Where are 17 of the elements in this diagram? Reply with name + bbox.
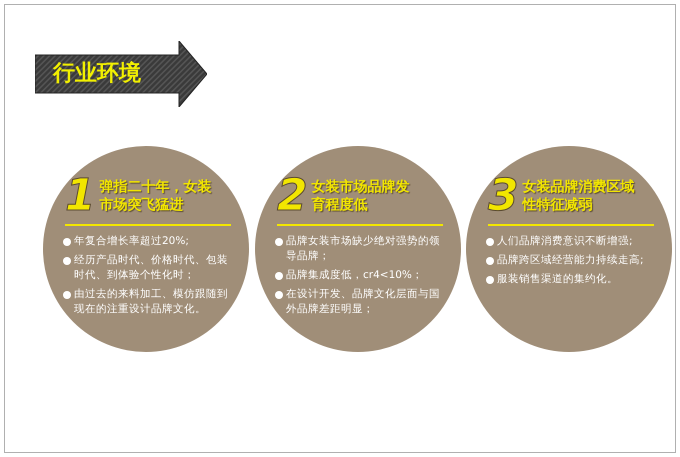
circle-heading: 弹指二十年，女装市场突飞猛进 — [100, 178, 212, 214]
bullet-text: 品牌集成度低，cr4<10%； — [286, 268, 423, 283]
circle-heading: 女装市场品牌发育程度低 — [312, 178, 411, 214]
bullet-text: 品牌女装市场缺少绝对强势的领导品牌； — [286, 234, 441, 264]
bullet-text: 年复合增长率超过20%; — [74, 234, 189, 249]
bullet-text: 在设计开发、品牌文化层面与国外品牌差距明显； — [286, 287, 441, 317]
circle-heading: 女装品牌消费区域性特征减弱 — [522, 178, 636, 214]
step-number: 2 — [277, 174, 308, 218]
bullet-text: 人们品牌消费意识不断增强; — [497, 234, 633, 249]
bullet-text: 品牌跨区域经营能力持续走高; — [497, 253, 644, 268]
section-title: 行业环境 — [53, 60, 141, 88]
heading-arrow — [35, 41, 207, 107]
bullet-text: 经历产品时代、价格时代、包装时代、到体验个性化时； — [74, 253, 229, 283]
step-number: 3 — [488, 174, 519, 218]
bullet-text: 由过去的来料加工、模仿跟随到现在的注重设计品牌文化。 — [74, 287, 229, 317]
step-number: 1 — [65, 174, 96, 218]
bullet-text: 服装销售渠道的集约化。 — [497, 272, 618, 287]
